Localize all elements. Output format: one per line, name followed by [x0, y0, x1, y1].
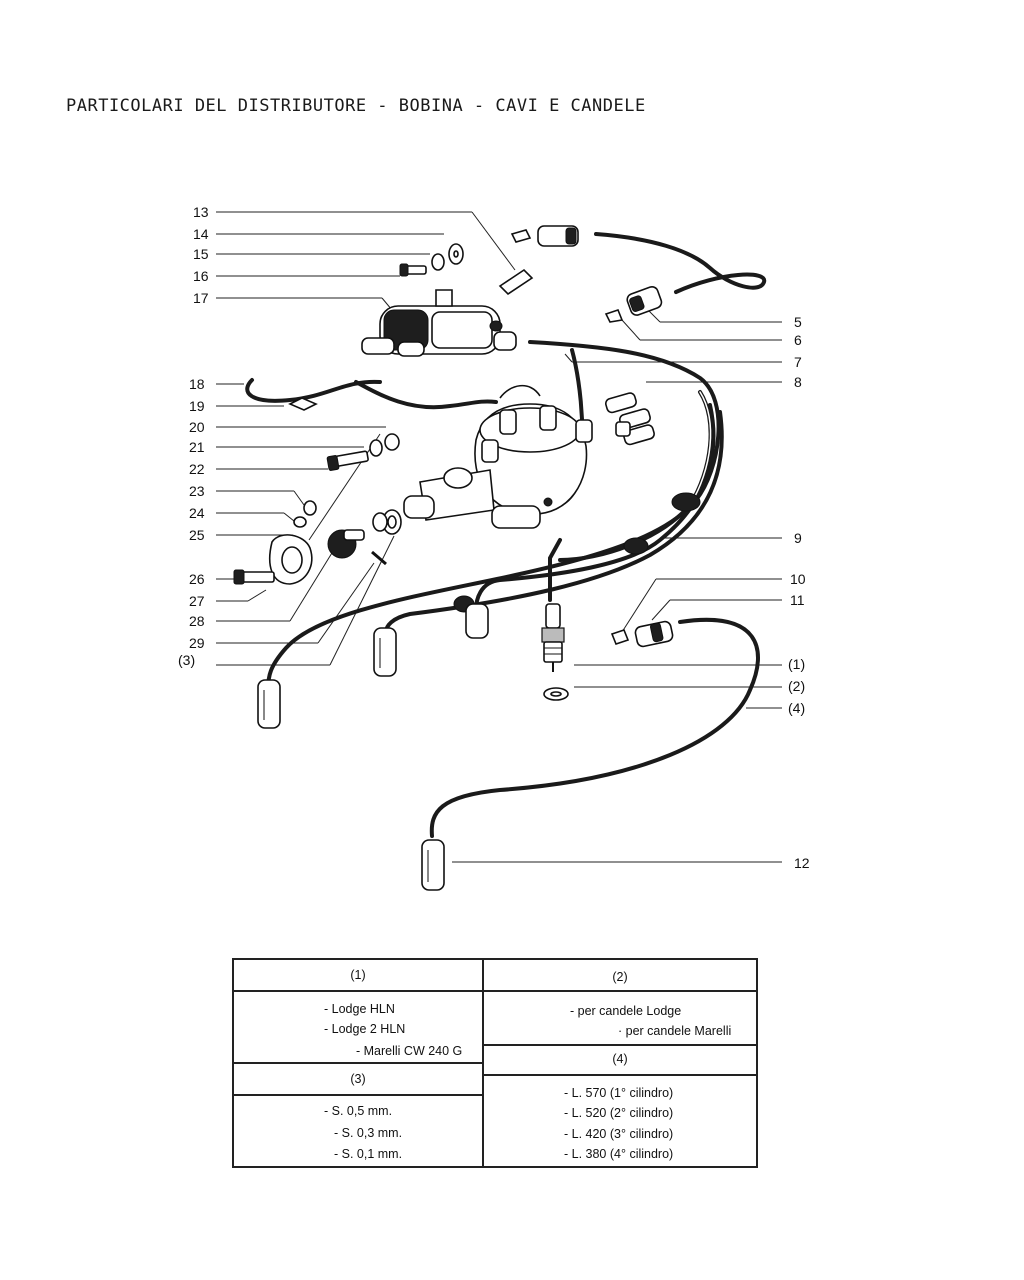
callout-20: 20 [189, 419, 205, 435]
callout-29: 29 [189, 635, 205, 651]
callout-2: (2) [788, 678, 805, 694]
callout-13: 13 [193, 204, 209, 220]
callout-1: (1) [788, 656, 805, 672]
spec-2-line-2: · per candele Marelli [618, 1024, 732, 1038]
spark-plug-caps [257, 603, 489, 891]
callout-8: 8 [794, 374, 802, 390]
callout-labels-left: 13 14 15 16 17 18 19 20 21 22 23 24 25 2… [178, 204, 209, 668]
callout-15: 15 [193, 246, 209, 262]
callout-25: 25 [189, 527, 205, 543]
ignition-coil [361, 289, 517, 357]
small-parts [233, 243, 701, 648]
callout-labels-right: 5 6 7 8 9 10 11 (1) (2) (4) 12 [788, 314, 810, 871]
spec-3-line-1: - S. 0,5 mm. [324, 1104, 393, 1118]
spec-4-line-3: - L. 420 (3° cilindro) [564, 1127, 674, 1141]
callout-21: 21 [189, 439, 205, 455]
callout-14: 14 [193, 226, 209, 242]
spark-plug [541, 603, 569, 701]
callout-5: 5 [794, 314, 802, 330]
spec-header-1: (1) [350, 968, 366, 982]
callout-12: 12 [794, 855, 810, 871]
callout-3: (3) [178, 652, 195, 668]
callout-10: 10 [790, 571, 806, 587]
spec-3-line-2: - S. 0,3 mm. [334, 1126, 403, 1140]
spec-1-line-1: - Lodge HLN [324, 1002, 395, 1016]
callout-18: 18 [189, 376, 205, 392]
callout-9: 9 [794, 530, 802, 546]
callout-6: 6 [794, 332, 802, 348]
left-leader-lines [216, 211, 516, 666]
callout-26: 26 [189, 571, 205, 587]
spec-header-2: (2) [612, 970, 628, 984]
callout-27: 27 [189, 593, 205, 609]
spec-4-line-1: - L. 570 (1° cilindro) [564, 1086, 674, 1100]
spec-header-3: (3) [350, 1072, 366, 1086]
callout-17: 17 [193, 290, 209, 306]
spec-1-line-3: - Marelli CW 240 G [356, 1044, 463, 1058]
spec-4-line-4: - L. 380 (4° cilindro) [564, 1147, 674, 1161]
coil-cable-boot [510, 225, 663, 323]
page-title: PARTICOLARI DEL DISTRIBUTORE - BOBINA - … [66, 96, 646, 116]
spec-4-line-2: - L. 520 (2° cilindro) [564, 1106, 674, 1120]
callout-22: 22 [189, 461, 205, 477]
callout-7: 7 [794, 354, 802, 370]
spec-1-line-2: - Lodge 2 HLN [324, 1022, 406, 1036]
callout-4: (4) [788, 700, 805, 716]
distributor [403, 384, 593, 529]
ignition-cables [245, 232, 767, 838]
callout-11: 11 [790, 592, 805, 608]
spec-2-line-1: - per candele Lodge [570, 1004, 682, 1018]
spec-3-line-3: - S. 0,1 mm. [334, 1147, 403, 1161]
spec-header-4: (4) [612, 1052, 628, 1066]
exploded-diagram: 13 14 15 16 17 18 19 20 21 22 23 24 25 2… [178, 204, 810, 891]
callout-23: 23 [189, 483, 205, 499]
callout-24: 24 [189, 505, 205, 521]
callout-19: 19 [189, 398, 205, 414]
callout-16: 16 [193, 268, 209, 284]
callout-28: 28 [189, 613, 205, 629]
right-leader-lines [452, 309, 782, 863]
spec-table: (1) (2) - Lodge HLN - Lodge 2 HLN - Mare… [232, 958, 758, 1168]
